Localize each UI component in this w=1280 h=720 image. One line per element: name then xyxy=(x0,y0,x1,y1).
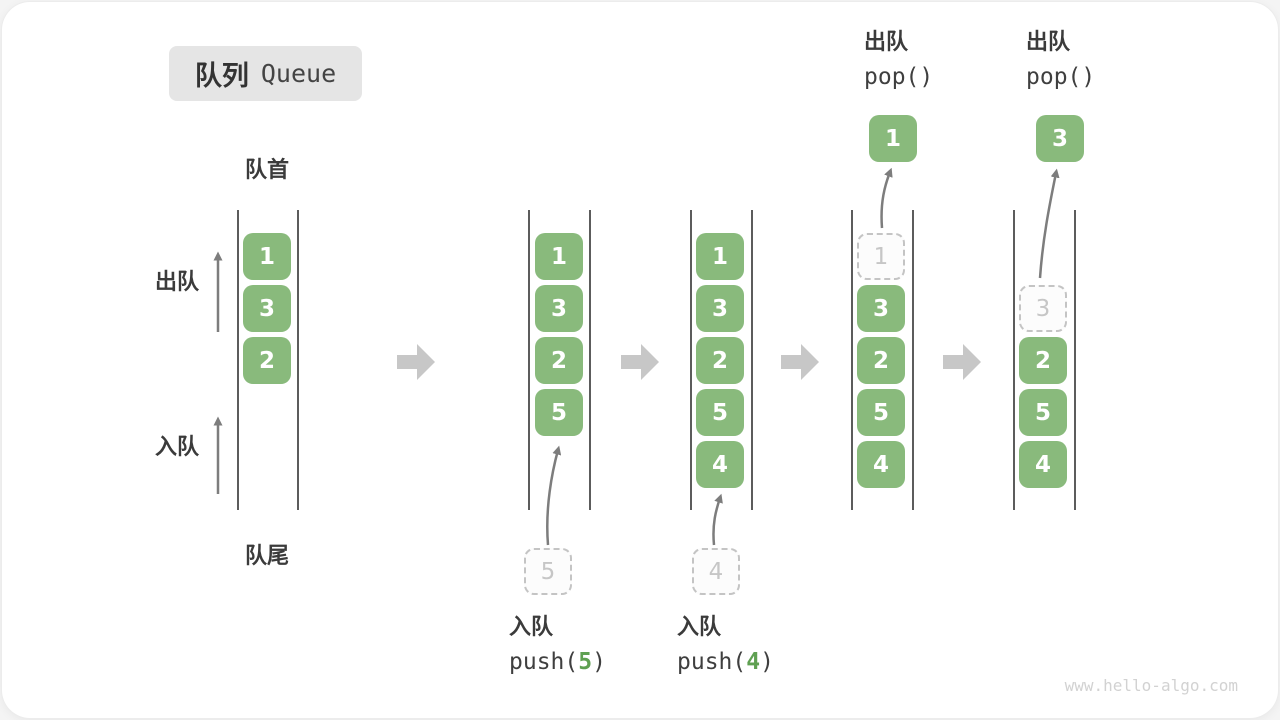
queue-cell: 3 xyxy=(243,285,291,332)
title-en: Queue xyxy=(260,59,337,88)
queue-cell: 2 xyxy=(535,337,583,384)
label-queue-front: 队首 xyxy=(244,158,289,183)
queue-cell: 4 xyxy=(696,441,744,488)
push4-fn-close: ) xyxy=(760,649,774,675)
queue-cell: 3 xyxy=(535,285,583,332)
enqueue-ghost-cell: 5 xyxy=(524,548,572,595)
queue-cell: 4 xyxy=(857,441,905,488)
diagram-title: 队列 Queue xyxy=(169,46,362,101)
dequeued-ghost-cell: 3 xyxy=(1019,285,1067,332)
queue4-left-wall xyxy=(851,210,853,510)
push4-code: push(4) xyxy=(677,651,774,674)
queue-cell: 5 xyxy=(696,389,744,436)
push4-operation-label: 入队 push(4) xyxy=(677,617,774,674)
queue2-left-wall xyxy=(528,210,530,510)
push5-operation-label: 入队 push(5) xyxy=(509,617,606,674)
queue5-left-wall xyxy=(1013,210,1015,510)
popped-cell: 3 xyxy=(1036,115,1084,162)
queue-cell: 5 xyxy=(535,389,583,436)
queue-cell: 2 xyxy=(857,337,905,384)
queue-cell: 1 xyxy=(696,233,744,280)
push4-arg: 4 xyxy=(746,649,761,675)
push4-fn-open: push( xyxy=(677,649,747,675)
queue-cell: 1 xyxy=(243,233,291,280)
popped-cell: 1 xyxy=(869,115,917,162)
queue-cell: 1 xyxy=(535,233,583,280)
queue5-right-wall xyxy=(1074,210,1076,510)
queue-cell: 3 xyxy=(696,285,744,332)
push4-label-zh: 入队 xyxy=(677,615,722,640)
queue1-left-wall xyxy=(237,210,239,510)
queue1-right-wall xyxy=(297,210,299,510)
push5-label-zh: 入队 xyxy=(509,615,554,640)
pop1-code: pop() xyxy=(864,64,934,90)
watermark: www.hello-algo.com xyxy=(1064,676,1238,695)
queue-cell: 5 xyxy=(857,389,905,436)
pop2-code: pop() xyxy=(1026,64,1096,90)
pop2-label-zh: 出队 xyxy=(1026,30,1071,55)
queue2-right-wall xyxy=(589,210,591,510)
push5-code: push(5) xyxy=(509,651,606,674)
queue-cell: 5 xyxy=(1019,389,1067,436)
pop1-operation-label: 出队 pop() xyxy=(864,32,933,89)
pop1-label-zh: 出队 xyxy=(864,30,909,55)
queue-cell: 2 xyxy=(696,337,744,384)
label-queue-rear: 队尾 xyxy=(244,544,289,569)
label-enqueue-side: 入队 xyxy=(155,435,200,460)
push5-fn-open: push( xyxy=(509,649,579,675)
push5-arg: 5 xyxy=(578,649,593,675)
label-dequeue-side: 出队 xyxy=(155,270,200,295)
queue3-right-wall xyxy=(751,210,753,510)
title-zh: 队列 xyxy=(194,61,249,92)
queue-cell: 3 xyxy=(857,285,905,332)
queue-cell: 2 xyxy=(243,337,291,384)
queue3-left-wall xyxy=(690,210,692,510)
enqueue-ghost-cell: 4 xyxy=(692,548,740,595)
queue-cell: 4 xyxy=(1019,441,1067,488)
pop2-operation-label: 出队 pop() xyxy=(1026,32,1095,89)
dequeued-ghost-cell: 1 xyxy=(857,233,905,280)
queue4-right-wall xyxy=(912,210,914,510)
push5-fn-close: ) xyxy=(592,649,606,675)
queue-cell: 2 xyxy=(1019,337,1067,384)
